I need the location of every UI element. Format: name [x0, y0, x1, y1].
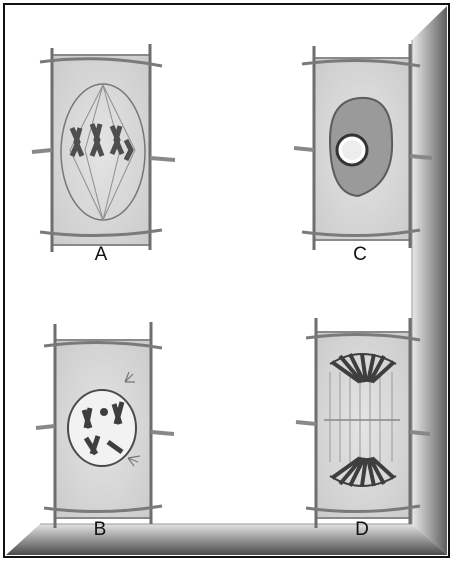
cell-d [296, 318, 430, 528]
panel-label-a: A [81, 244, 121, 266]
panel-label-b: B [80, 519, 120, 541]
cell-c [294, 44, 432, 250]
panel-label-d: D [342, 519, 382, 541]
frame-bevel-right [412, 6, 447, 555]
panel-label-c: C [340, 244, 380, 266]
